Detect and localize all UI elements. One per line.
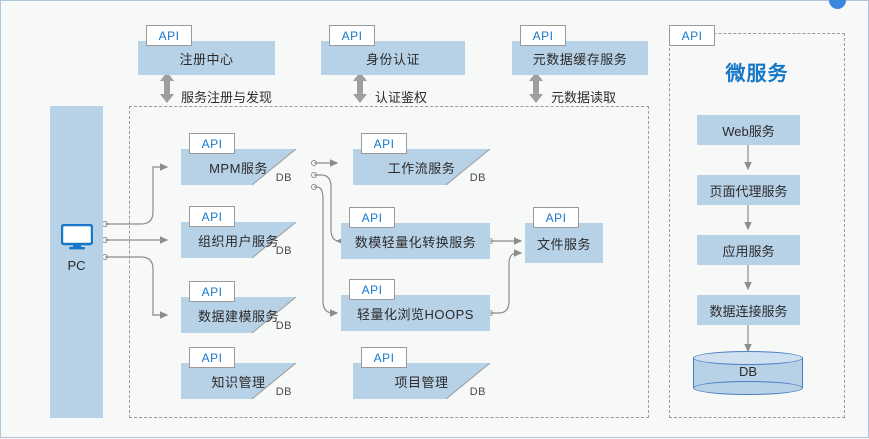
microservice-panel-title: 微服务 — [725, 63, 789, 85]
service-box-workflow[interactable]: API 工作流服务 DB — [353, 133, 490, 185]
service-label: 组织用户服务 — [197, 233, 279, 249]
api-tab[interactable]: API — [361, 133, 407, 154]
microservice-box-application[interactable]: 应用服务 — [697, 235, 800, 265]
db-corner-label: DB — [469, 386, 486, 398]
service-label: 数据建模服务 — [197, 308, 279, 324]
api-tab-microservice[interactable]: API — [669, 25, 715, 46]
top-right-circle-marker — [829, 0, 846, 9]
service-label: 数模轻量化转换服务 — [354, 234, 477, 250]
api-tab[interactable]: API — [329, 25, 375, 46]
api-tab[interactable]: API — [189, 281, 235, 302]
client-pc-panel: PC — [50, 106, 103, 418]
service-box-org-user[interactable]: API 组织用户服务 DB — [181, 206, 296, 258]
service-box-lightweight-view-hoops[interactable]: API 轻量化浏览HOOPS — [341, 279, 490, 331]
monitor-icon — [60, 223, 93, 255]
db-corner: DB — [252, 149, 296, 185]
microservice-label: 应用服务 — [722, 243, 775, 259]
microservice-panel-container — [669, 33, 845, 418]
service-box-metadata-cache[interactable]: API 元数据缓存服务 — [512, 25, 648, 75]
service-label: 身份认证 — [365, 51, 420, 67]
client-pc-label: PC — [67, 258, 86, 273]
microservice-box-page-proxy[interactable]: 页面代理服务 — [697, 175, 800, 205]
db-corner-label: DB — [275, 386, 292, 398]
api-tab[interactable]: API — [189, 206, 235, 227]
db-corner-label: DB — [275, 320, 292, 332]
api-tab[interactable]: API — [361, 347, 407, 368]
service-label: 元数据缓存服务 — [532, 51, 628, 67]
microservice-box-web[interactable]: Web服务 — [697, 115, 800, 145]
api-tab[interactable]: API — [520, 25, 566, 46]
db-corner-label: DB — [275, 172, 292, 184]
service-label: 项目管理 — [394, 374, 449, 390]
db-corner: DB — [252, 222, 296, 258]
db-corner: DB — [446, 363, 490, 399]
service-box-data-modeling[interactable]: API 数据建模服务 DB — [181, 281, 296, 333]
service-box-file-service[interactable]: API 文件服务 — [525, 207, 603, 263]
service-label: 工作流服务 — [387, 160, 456, 176]
database-label: DB — [738, 364, 758, 379]
service-box-model-lightweight-convert[interactable]: API 数模轻量化转换服务 — [341, 207, 490, 259]
api-tab[interactable]: API — [189, 347, 235, 368]
db-corner-label: DB — [469, 172, 486, 184]
service-box-mpm[interactable]: API MPM服务 DB — [181, 133, 296, 185]
service-box-knowledge-mgmt[interactable]: API 知识管理 DB — [181, 347, 296, 399]
service-label: MPM服务 — [209, 160, 268, 176]
api-tab[interactable]: API — [189, 133, 235, 154]
link-label-registry: 服务注册与发现 — [181, 90, 273, 105]
service-label: 轻量化浏览HOOPS — [357, 306, 474, 322]
services-area-container — [129, 106, 649, 418]
api-tab[interactable]: API — [349, 207, 395, 228]
database-cylinder: DB — [693, 351, 803, 395]
service-label: 注册中心 — [179, 51, 234, 67]
service-label: 知识管理 — [211, 374, 266, 390]
service-box-identity-auth[interactable]: API 身份认证 — [321, 25, 465, 75]
microservice-label: 页面代理服务 — [709, 183, 788, 199]
db-corner: DB — [252, 363, 296, 399]
microservice-label: Web服务 — [722, 123, 775, 139]
microservice-box-data-connection[interactable]: 数据连接服务 — [697, 295, 800, 325]
link-label-identity-auth: 认证鉴权 — [375, 90, 428, 105]
service-box-registry[interactable]: API 注册中心 — [138, 25, 275, 75]
service-box-project-mgmt[interactable]: API 项目管理 DB — [353, 347, 490, 399]
link-label-metadata-read: 元数据读取 — [551, 90, 617, 105]
api-tab[interactable]: API — [146, 25, 192, 46]
db-corner: DB — [252, 297, 296, 333]
api-tab[interactable]: API — [349, 279, 395, 300]
service-label: 文件服务 — [536, 236, 591, 252]
microservice-label: 数据连接服务 — [709, 303, 788, 319]
api-tab[interactable]: API — [533, 207, 579, 228]
db-corner-label: DB — [275, 245, 292, 257]
db-corner: DB — [446, 149, 490, 185]
